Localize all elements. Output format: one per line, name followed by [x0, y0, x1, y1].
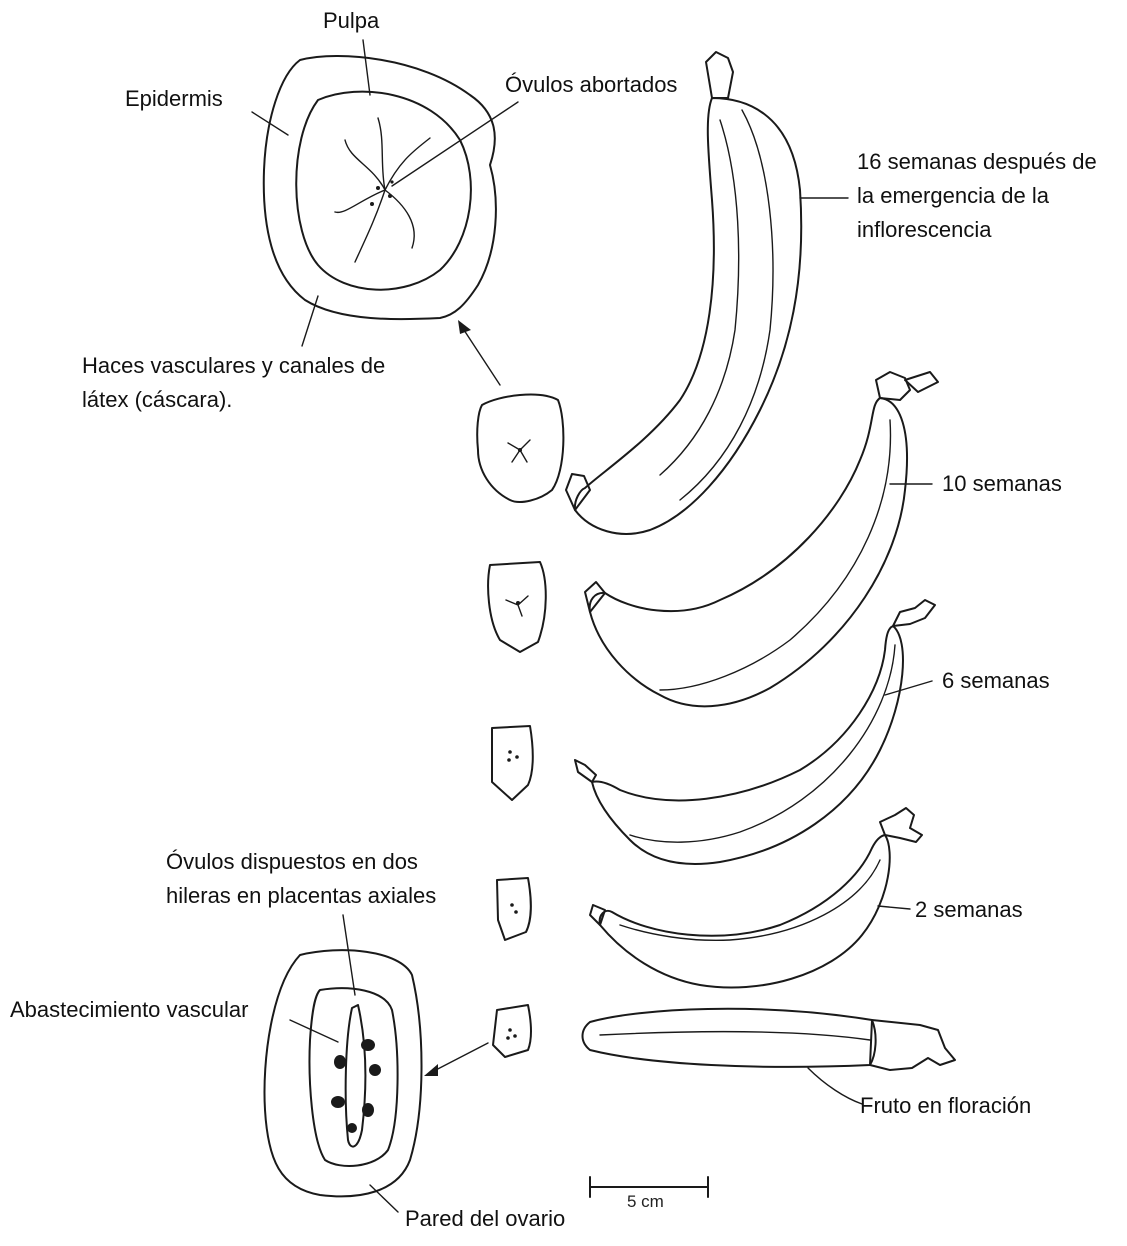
small-section-2w	[497, 878, 531, 940]
mature-cross-section	[264, 56, 496, 319]
label-fruto-en-floracion: Fruto en floración	[860, 1089, 1031, 1123]
banana-16-weeks	[566, 52, 801, 534]
small-section-6w	[492, 726, 533, 800]
small-section-flowering	[493, 1005, 531, 1057]
small-section-16w	[477, 395, 563, 502]
label-10-semanas: 10 semanas	[942, 467, 1062, 501]
label-pared-del-ovario: Pared del ovario	[405, 1202, 565, 1236]
label-epidermis: Epidermis	[125, 82, 223, 116]
banana-2-weeks	[590, 808, 922, 988]
label-2-semanas: 2 semanas	[915, 893, 1023, 927]
label-6-semanas: 6 semanas	[942, 664, 1050, 698]
label-ovulos-dispuestos: Óvulos dispuestos en dos hileras en plac…	[166, 845, 436, 913]
label-haces-vasculares: Haces vasculares y canales de látex (cás…	[82, 349, 385, 417]
label-ovulos-abortados: Óvulos abortados	[505, 68, 677, 102]
scale-bar-label: 5 cm	[627, 1192, 664, 1212]
small-section-10w	[488, 562, 546, 652]
ovary-cross-section	[264, 950, 421, 1196]
arrows	[424, 320, 500, 1076]
label-16-semanas: 16 semanas después de la emergencia de l…	[857, 145, 1097, 247]
label-pulpa: Pulpa	[323, 4, 379, 38]
label-abastecimiento-vascular: Abastecimiento vascular	[10, 993, 248, 1027]
banana-flowering	[583, 1009, 956, 1070]
